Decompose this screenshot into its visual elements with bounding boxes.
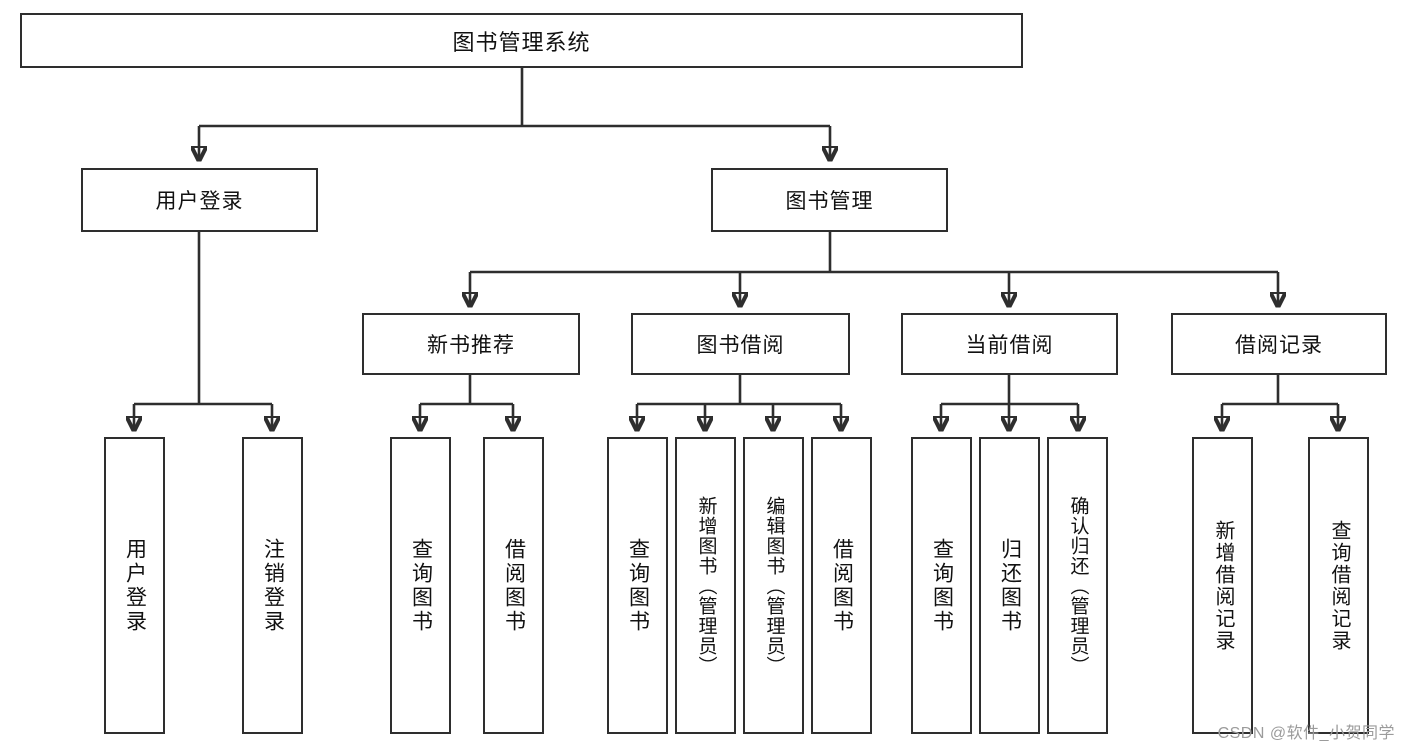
leaf-recommend-query-book[interactable]: 查询图书 [390, 437, 451, 734]
node-current-borrow[interactable]: 当前借阅 [901, 313, 1118, 375]
leaf-record-add-record[interactable]: 新增借阅记录 [1192, 437, 1253, 734]
leaf-user-login[interactable]: 用户登录 [104, 437, 165, 734]
watermark-text: CSDN @软件_小贺同学 [1217, 725, 1395, 742]
leaf-current-return-book[interactable]: 归还图书 [979, 437, 1040, 734]
leaf-borrow-borrow-book[interactable]: 借阅图书 [811, 437, 872, 734]
node-root-system[interactable]: 图书管理系统 [20, 13, 1023, 68]
leaf-current-confirm-return-admin[interactable]: 确认归还（管理员） [1047, 437, 1108, 734]
leaf-record-query-record[interactable]: 查询借阅记录 [1308, 437, 1369, 734]
node-new-book-recommend[interactable]: 新书推荐 [362, 313, 580, 375]
node-borrow-record[interactable]: 借阅记录 [1171, 313, 1387, 375]
node-user-login[interactable]: 用户登录 [81, 168, 318, 232]
leaf-recommend-borrow-book[interactable]: 借阅图书 [483, 437, 544, 734]
node-book-management[interactable]: 图书管理 [711, 168, 948, 232]
leaf-current-query-book[interactable]: 查询图书 [911, 437, 972, 734]
leaf-borrow-add-book-admin[interactable]: 新增图书（管理员） [675, 437, 736, 734]
leaf-borrow-edit-book-admin[interactable]: 编辑图书（管理员） [743, 437, 804, 734]
node-book-borrow[interactable]: 图书借阅 [631, 313, 850, 375]
leaf-borrow-query-book[interactable]: 查询图书 [607, 437, 668, 734]
leaf-user-logout[interactable]: 注销登录 [242, 437, 303, 734]
